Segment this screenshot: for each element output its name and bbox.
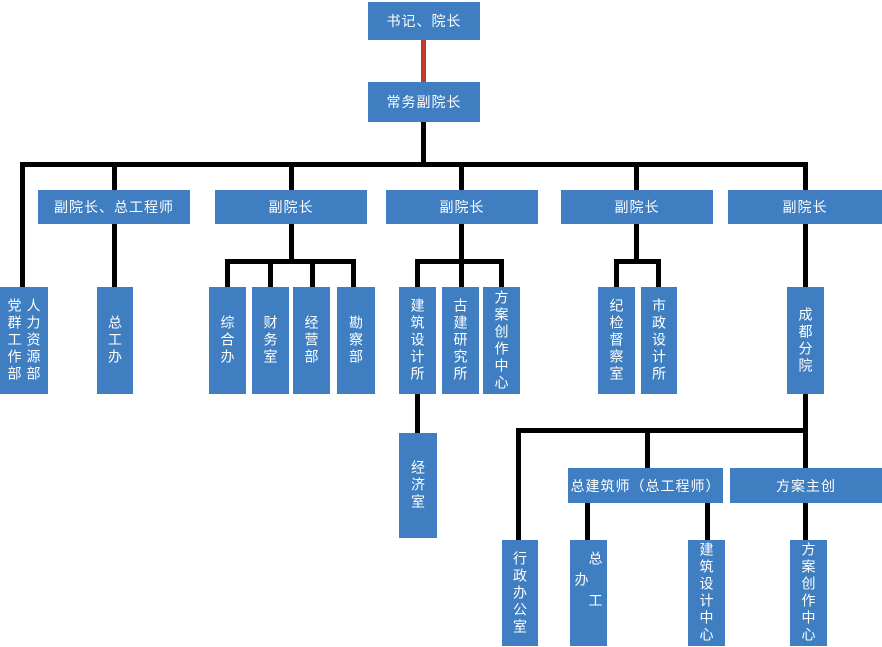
connector-line	[656, 259, 661, 288]
connector-line	[112, 162, 117, 191]
org-node-general-office[interactable]: 综合办	[209, 287, 246, 394]
connector-line	[310, 259, 315, 288]
org-node-architectural-design-center[interactable]: 建筑设计中心	[688, 540, 725, 646]
org-node-ancient-architecture-institute[interactable]: 古建研究所	[442, 287, 479, 394]
connector-line	[268, 259, 273, 288]
connector-line	[459, 162, 464, 191]
connector-line	[20, 162, 25, 288]
connector-line	[415, 394, 420, 434]
connector-line	[634, 162, 639, 191]
org-node-economics-office[interactable]: 经济室	[399, 433, 437, 538]
org-node-scheme-lead[interactable]: 方案主创	[730, 468, 882, 503]
connector-line	[803, 224, 808, 288]
org-node-party-mass-and-hr[interactable]: 党群工作部 人力资源部	[0, 287, 48, 394]
org-node-survey-dept[interactable]: 勘察部	[337, 287, 375, 394]
org-node-scheme-creation-center[interactable]: 方案创作中心	[483, 287, 520, 394]
org-node-vice-dean-4[interactable]: 副院长	[728, 190, 882, 224]
connector-line	[803, 162, 808, 191]
connector-line	[634, 224, 639, 262]
org-node-chief-architect[interactable]: 总建筑师（总工程师）	[568, 468, 723, 503]
org-node-chief-engineer-office[interactable]: 总工办	[97, 287, 133, 394]
connector-top-red	[421, 40, 426, 83]
connector-line	[289, 162, 294, 191]
org-node-vice-dean-3[interactable]: 副院长	[561, 190, 713, 224]
connector-line	[585, 503, 590, 541]
org-node-vice-dean-chief-engineer[interactable]: 副院长、总工程师	[38, 190, 190, 224]
connector-line	[705, 503, 710, 541]
connector-line	[803, 394, 808, 433]
hr-dept-label: 人力资源部	[25, 298, 42, 383]
org-node-municipal-design-institute[interactable]: 市政设计所	[641, 287, 677, 394]
connector-line	[614, 259, 619, 288]
connector-line	[225, 259, 356, 264]
connector-line	[459, 259, 464, 288]
connector-line	[351, 259, 356, 288]
org-node-vice-dean-2[interactable]: 副院长	[386, 190, 538, 224]
connector-line	[516, 428, 808, 433]
connector-line	[415, 259, 420, 288]
org-node-secretary-dean[interactable]: 书记、院长	[368, 2, 480, 40]
connector-line	[803, 503, 808, 541]
connector-line	[20, 162, 808, 167]
org-node-operations-dept[interactable]: 经营部	[293, 287, 330, 394]
connector-line	[421, 121, 426, 167]
connector-line	[289, 224, 294, 262]
org-node-chengdu-branch[interactable]: 成都分院	[787, 287, 824, 394]
org-node-admin-office[interactable]: 行政办公室	[502, 540, 538, 646]
connector-line	[499, 259, 504, 288]
connector-line	[459, 224, 464, 262]
org-node-architectural-design-institute[interactable]: 建筑设计所	[399, 287, 436, 394]
connector-line	[225, 259, 230, 288]
org-node-branch-chief-engineer-office[interactable]: 总工办	[570, 540, 607, 646]
org-node-finance-office[interactable]: 财务室	[252, 287, 289, 394]
connector-line	[112, 224, 117, 288]
connector-line	[516, 428, 521, 541]
connector-line	[614, 259, 661, 264]
org-node-branch-scheme-creation-center[interactable]: 方案创作中心	[790, 540, 827, 646]
org-node-vice-dean-1[interactable]: 副院长	[215, 190, 367, 224]
connector-line	[645, 428, 650, 469]
org-node-executive-vice-dean[interactable]: 常务副院长	[368, 82, 480, 122]
party-mass-work-dept-label: 党群工作部	[6, 298, 23, 383]
connector-line	[803, 428, 808, 469]
org-node-discipline-inspection-office[interactable]: 纪检督察室	[598, 287, 635, 394]
